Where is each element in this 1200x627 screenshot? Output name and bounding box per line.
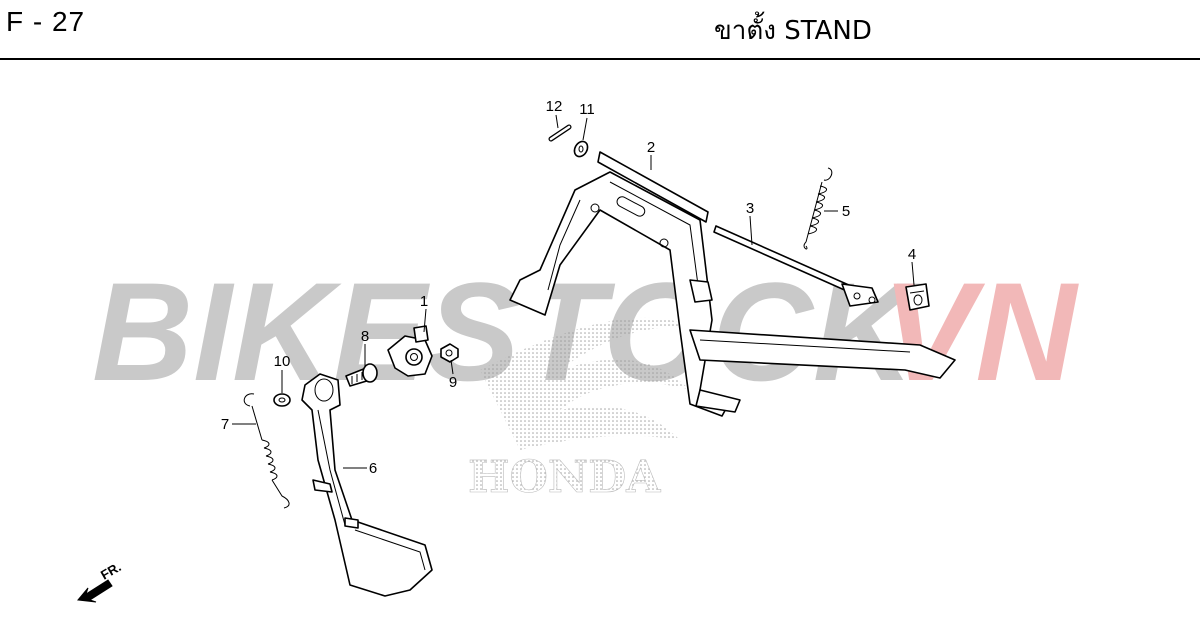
callout-2: 2 [647, 139, 655, 156]
callout-3: 3 [746, 200, 754, 217]
page-code: F - 27 [6, 6, 86, 37]
callout-12: 12 [546, 98, 563, 115]
part-9-nut [440, 343, 459, 363]
part-10-washer [273, 393, 291, 407]
part-6-side-stand [301, 373, 433, 597]
part-8-bolt [345, 363, 378, 387]
part-2-main-stand [509, 151, 956, 417]
part-7-spring [243, 393, 290, 509]
part-11-washer [573, 140, 589, 158]
callout-11: 11 [579, 101, 595, 118]
callout-10: 10 [274, 353, 291, 370]
honda-logo-text: HONDA [468, 452, 661, 503]
callout-7: 7 [221, 416, 229, 433]
front-arrow-label: FR. [98, 559, 124, 582]
page-title: ขาตั้ง STAND [714, 16, 872, 46]
callout-8: 8 [361, 328, 369, 345]
watermark: BIKESTOCK VN [92, 253, 1079, 410]
callout-4: 4 [908, 246, 916, 263]
callout-labels: 1 2 3 5 4 6 7 8 9 10 11 12 [221, 98, 916, 477]
front-arrow-icon: FR. [77, 559, 124, 603]
callout-5: 5 [842, 203, 850, 220]
callout-6: 6 [369, 460, 377, 477]
callout-9: 9 [449, 374, 457, 391]
honda-logo: HONDA [468, 317, 700, 503]
part-12-pin [548, 124, 572, 142]
part-3-shaft [713, 225, 879, 307]
header-divider [0, 58, 1200, 60]
part-5-spring [803, 167, 833, 250]
callout-1: 1 [420, 293, 428, 310]
watermark-text-right: VN [882, 253, 1079, 410]
part-4-rubber [905, 283, 930, 311]
leader-lines [232, 114, 915, 469]
